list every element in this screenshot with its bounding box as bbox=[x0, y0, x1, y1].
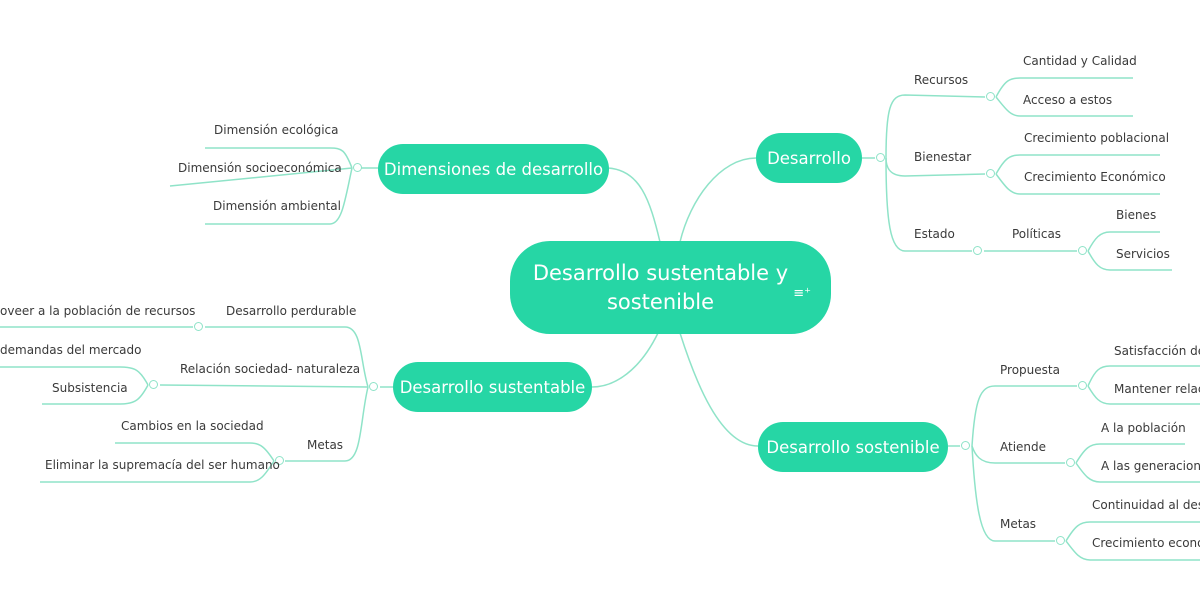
subtopic[interactable]: A la población bbox=[1101, 421, 1186, 435]
subtopic[interactable]: Crecimiento Económico bbox=[1024, 170, 1166, 184]
subtopic[interactable]: Cantidad y Calidad bbox=[1023, 54, 1137, 68]
subtopic[interactable]: Cambios en la sociedad bbox=[121, 419, 264, 433]
connector-dot[interactable] bbox=[1078, 381, 1087, 390]
topic-desarrollo-sustentable[interactable]: Desarrollo sustentable bbox=[393, 362, 592, 412]
subtopic[interactable]: Estado bbox=[914, 227, 955, 241]
topic-label: Desarrollo bbox=[767, 148, 851, 168]
topic-label: Dimensiones de desarrollo bbox=[383, 159, 604, 179]
connector-dot[interactable] bbox=[1078, 246, 1087, 255]
topic-label: Desarrollo sostenible bbox=[766, 437, 940, 457]
subtopic[interactable]: Atiende bbox=[1000, 440, 1047, 454]
subtopic[interactable]: Metas bbox=[307, 438, 344, 452]
subtopic[interactable]: Propuesta bbox=[1000, 363, 1060, 377]
subtopic[interactable]: Satisfacción de bbox=[1114, 344, 1200, 358]
subtopic[interactable]: Servicios bbox=[1116, 247, 1170, 261]
subtopic[interactable]: Dimensión ecológica bbox=[214, 123, 339, 137]
topic-dimensiones-de-desarrollo[interactable]: Dimensiones de desarrollo bbox=[378, 144, 609, 194]
topic-label: Desarrollo sustentable bbox=[399, 377, 586, 397]
subtopic[interactable]: Crecimiento poblacional bbox=[1024, 131, 1170, 145]
subtopic[interactable]: Subsistencia bbox=[52, 381, 128, 395]
subtopic[interactable]: Desarrollo perdurable bbox=[226, 304, 357, 318]
subtopic[interactable]: Bienestar bbox=[914, 150, 972, 164]
connector-dot[interactable] bbox=[194, 322, 203, 331]
subtopic[interactable]: Crecimiento económ bbox=[1092, 536, 1200, 550]
subtopic[interactable]: Acceso a estos bbox=[1023, 93, 1113, 107]
subtopic[interactable]: Bienes bbox=[1116, 208, 1157, 222]
note-icon[interactable]: ≡⁺ bbox=[793, 286, 811, 301]
connector-dot[interactable] bbox=[369, 382, 378, 391]
central-topic-label: Desarrollo sustentable y sostenible bbox=[532, 260, 789, 314]
subtopic[interactable]: Políticas bbox=[1012, 227, 1062, 241]
connector-dot[interactable] bbox=[1056, 536, 1065, 545]
subtopic[interactable]: Relación sociedad- naturaleza bbox=[180, 362, 361, 376]
connector-dot[interactable] bbox=[149, 380, 158, 389]
subtopic[interactable]: Metas bbox=[1000, 517, 1037, 531]
subtopic[interactable]: Mantener relacio bbox=[1114, 382, 1200, 396]
subtopic[interactable]: Dimensión ambiental bbox=[213, 199, 341, 213]
topic-desarrollo[interactable]: Desarrollo bbox=[756, 133, 862, 183]
subtopic[interactable]: oveer a la población de recursos bbox=[0, 304, 196, 318]
connector-dot[interactable] bbox=[973, 246, 982, 255]
connector-dot[interactable] bbox=[275, 456, 284, 465]
subtopic[interactable]: Dimensión socioeconómica bbox=[178, 161, 342, 175]
subtopic[interactable]: Eliminar la supremacía del ser humano bbox=[45, 458, 280, 472]
connector-dot[interactable] bbox=[986, 169, 995, 178]
connector-dot[interactable] bbox=[986, 92, 995, 101]
connector-dot[interactable] bbox=[1066, 458, 1075, 467]
subtopic[interactable]: demandas del mercado bbox=[0, 343, 142, 357]
central-topic[interactable]: Desarrollo sustentable y sostenible ≡⁺ bbox=[510, 241, 831, 334]
topic-desarrollo-sostenible[interactable]: Desarrollo sostenible bbox=[758, 422, 948, 472]
connector-dot[interactable] bbox=[353, 163, 362, 172]
subtopic[interactable]: Recursos bbox=[914, 73, 969, 87]
connector-dot[interactable] bbox=[961, 441, 970, 450]
subtopic[interactable]: A las generaciones bbox=[1101, 459, 1200, 473]
connector-dot[interactable] bbox=[876, 153, 885, 162]
subtopic[interactable]: Continuidad al desar bbox=[1092, 498, 1200, 512]
